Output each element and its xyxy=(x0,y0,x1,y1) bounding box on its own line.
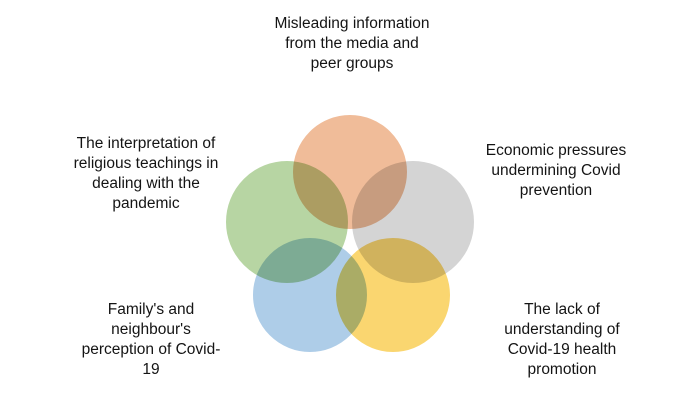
venn-label-bottom-right: The lack of understanding of Covid-19 he… xyxy=(504,301,620,379)
venn-label-bottom-left: Family's and neighbour's perception of C… xyxy=(81,301,221,379)
venn-circle-bottom-right[interactable] xyxy=(334,236,452,354)
venn-label-left: The interpretation of religious teaching… xyxy=(73,135,219,213)
venn-label-right: Economic pressures undermining Covid pre… xyxy=(485,142,627,200)
venn-circle-group xyxy=(224,113,476,354)
venn-circle-top[interactable] xyxy=(291,113,409,231)
venn-label-top: Misleading information from the media an… xyxy=(274,15,430,73)
